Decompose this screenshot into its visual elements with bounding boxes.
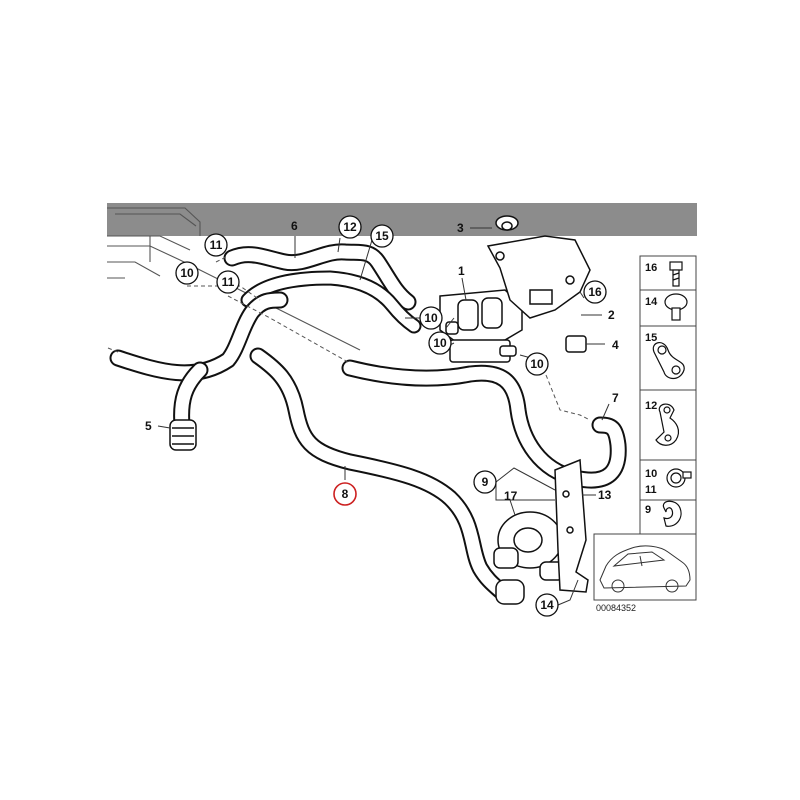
header-band [107, 203, 697, 236]
legend-label-9: 9 [645, 504, 651, 516]
callout-label: 9 [482, 475, 489, 489]
callout-label: 17 [504, 489, 518, 503]
legend-label-10: 10 [645, 468, 657, 480]
legend-label-15: 15 [645, 332, 657, 344]
double-clip-icon [655, 403, 680, 446]
vehicle-thumbnail: 00084352 [593, 533, 697, 613]
hose-15 [240, 270, 422, 334]
callout-label: 8 [342, 487, 349, 501]
callout-16: 16 [583, 280, 607, 304]
plastic-rivet-icon [664, 293, 688, 321]
callout-label: 16 [588, 285, 602, 299]
legend-label-11: 11 [645, 484, 657, 496]
callout-label: 15 [375, 229, 389, 243]
callout-10-left: 10 [175, 261, 199, 285]
hose-8 [249, 347, 514, 604]
callout-17: 17 [504, 489, 518, 503]
label-6: 6 [291, 219, 298, 233]
callout-label: 10 [180, 266, 194, 280]
hose-clamp-icon [666, 468, 692, 488]
water-pump [493, 511, 565, 605]
label-7: 7 [612, 391, 619, 405]
callout-10-right: 10 [525, 352, 549, 376]
label-1: 1 [458, 264, 465, 278]
label-5: 5 [145, 419, 152, 433]
hose-7 [341, 359, 627, 489]
callout-label: 10 [433, 336, 447, 350]
valve-bracket [486, 235, 591, 319]
background-frame [107, 207, 361, 351]
callout-15: 15 [370, 224, 394, 248]
callout-14: 14 [535, 593, 559, 617]
label-3: 3 [457, 221, 464, 235]
callout-9: 9 [473, 470, 497, 494]
callout-10-valve-upper: 10 [419, 306, 443, 330]
grommet [495, 215, 519, 231]
callout-10-valve-lower: 10 [428, 331, 452, 355]
bolt-icon [669, 261, 683, 287]
callout-8-highlighted: 8 [333, 482, 357, 506]
legend-label-12: 12 [645, 400, 657, 412]
label-13: 13 [598, 488, 612, 502]
small-parts-legend: 16 14 15 12 10 11 [639, 255, 697, 535]
single-clip-icon [662, 500, 682, 527]
legend-label-14: 14 [645, 296, 658, 308]
label-2: 2 [608, 308, 615, 322]
callout-label: 11 [210, 238, 223, 252]
label-4: 4 [612, 338, 619, 352]
callout-label: 10 [530, 357, 544, 371]
pump-bracket [554, 458, 589, 593]
car-icon [599, 545, 691, 593]
hose-6 [223, 243, 417, 311]
quick-connector-5 [169, 419, 197, 451]
legend-label-16: 16 [645, 262, 657, 274]
hose-5 [109, 291, 289, 434]
double-hose-clip-icon [652, 342, 685, 380]
callout-label: 11 [222, 275, 235, 289]
callout-11-top-left: 11 [204, 233, 228, 257]
callout-label: 10 [424, 311, 438, 325]
callout-11-left: 11 [216, 270, 240, 294]
rubber-mount [565, 335, 587, 353]
diagram-code: 00084352 [596, 603, 636, 613]
dashed-leaders [107, 255, 591, 421]
callout-12: 12 [338, 215, 362, 239]
water-valve [439, 289, 523, 363]
callout-label: 14 [540, 598, 554, 612]
callout-label: 12 [343, 220, 357, 234]
